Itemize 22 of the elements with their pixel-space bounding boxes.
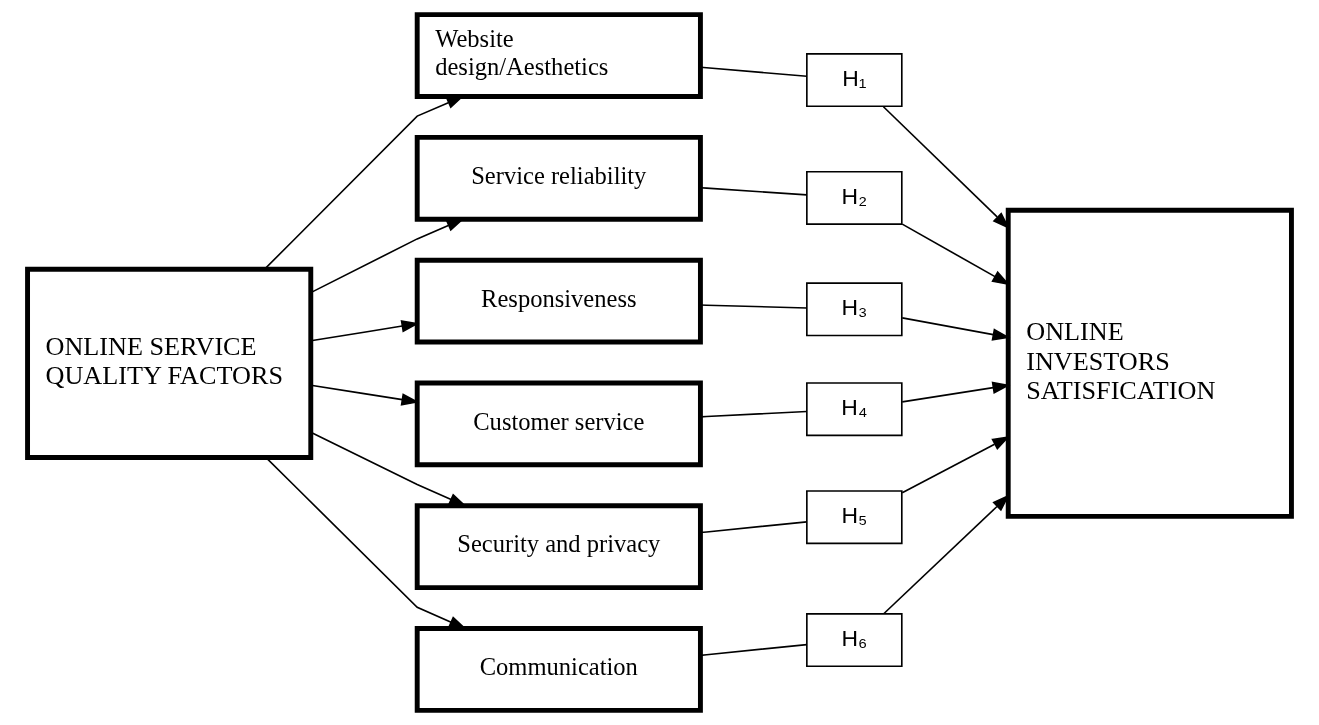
node-box: Customer service (414, 380, 703, 468)
node-box: H₃ (806, 282, 903, 337)
node-box: H₅ (806, 490, 903, 545)
node-box: H₁ (806, 53, 903, 108)
arrow (310, 431, 467, 507)
node-box: H₆ (806, 613, 903, 668)
node-box: H₂ (806, 170, 903, 225)
node-box: H₄ (806, 382, 903, 437)
node-box: ONLINE INVESTORS SATISFICATION (1005, 207, 1294, 519)
connector (699, 643, 808, 657)
connector (699, 304, 808, 309)
node-box: Responsiveness (414, 257, 703, 345)
node-box: ONLINE SERVICE QUALITY FACTORS (25, 266, 314, 460)
node-box: Website design/Aesthetics (414, 12, 703, 99)
connector (699, 410, 808, 418)
arrow (310, 218, 465, 294)
node-box: Communication (414, 626, 703, 713)
connector (699, 186, 808, 196)
node-box: Service reliability (414, 134, 703, 222)
node-box: Security and privacy (414, 503, 703, 591)
connector (699, 521, 808, 534)
connector (699, 66, 808, 78)
